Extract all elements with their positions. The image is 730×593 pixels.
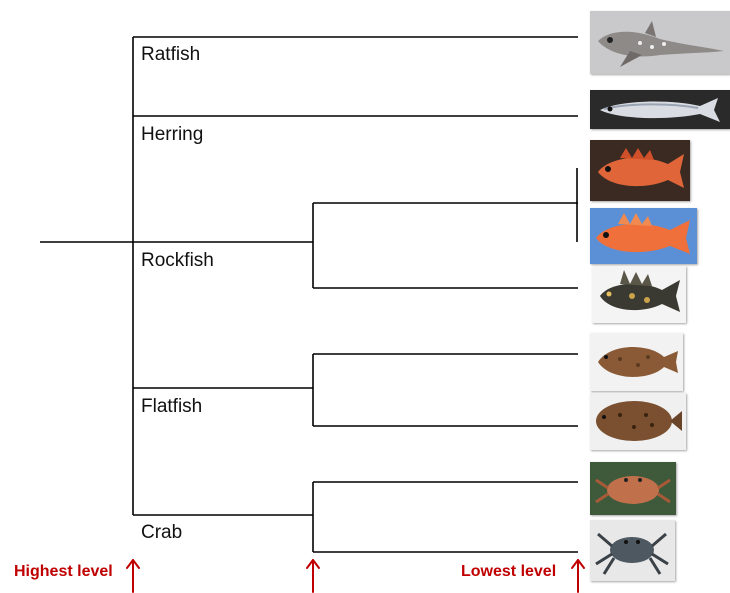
highest-level-arrow-icon <box>127 560 139 592</box>
highest-level-label: Highest level <box>14 563 113 581</box>
label-rockfish: Rockfish <box>141 250 214 272</box>
herring-photo <box>590 90 730 129</box>
crab-photo-2 <box>590 520 675 581</box>
lowest-level-label: Lowest level <box>461 563 556 581</box>
lowest-level-arrow-icon <box>572 560 584 592</box>
flatfish-photo-1 <box>590 333 683 391</box>
orange-rockfish-photo <box>590 208 697 264</box>
label-crab: Crab <box>141 522 182 544</box>
label-flatfish: Flatfish <box>141 396 202 418</box>
label-herring: Herring <box>141 124 203 146</box>
black-rockfish-photo <box>592 266 686 323</box>
red-rockfish-photo <box>590 140 690 201</box>
flatfish-photo-2 <box>590 393 686 450</box>
crab-photo-1 <box>590 462 676 515</box>
middle-level-arrow-icon <box>307 560 319 592</box>
ratfish-photo <box>590 11 730 74</box>
label-ratfish: Ratfish <box>141 44 200 66</box>
